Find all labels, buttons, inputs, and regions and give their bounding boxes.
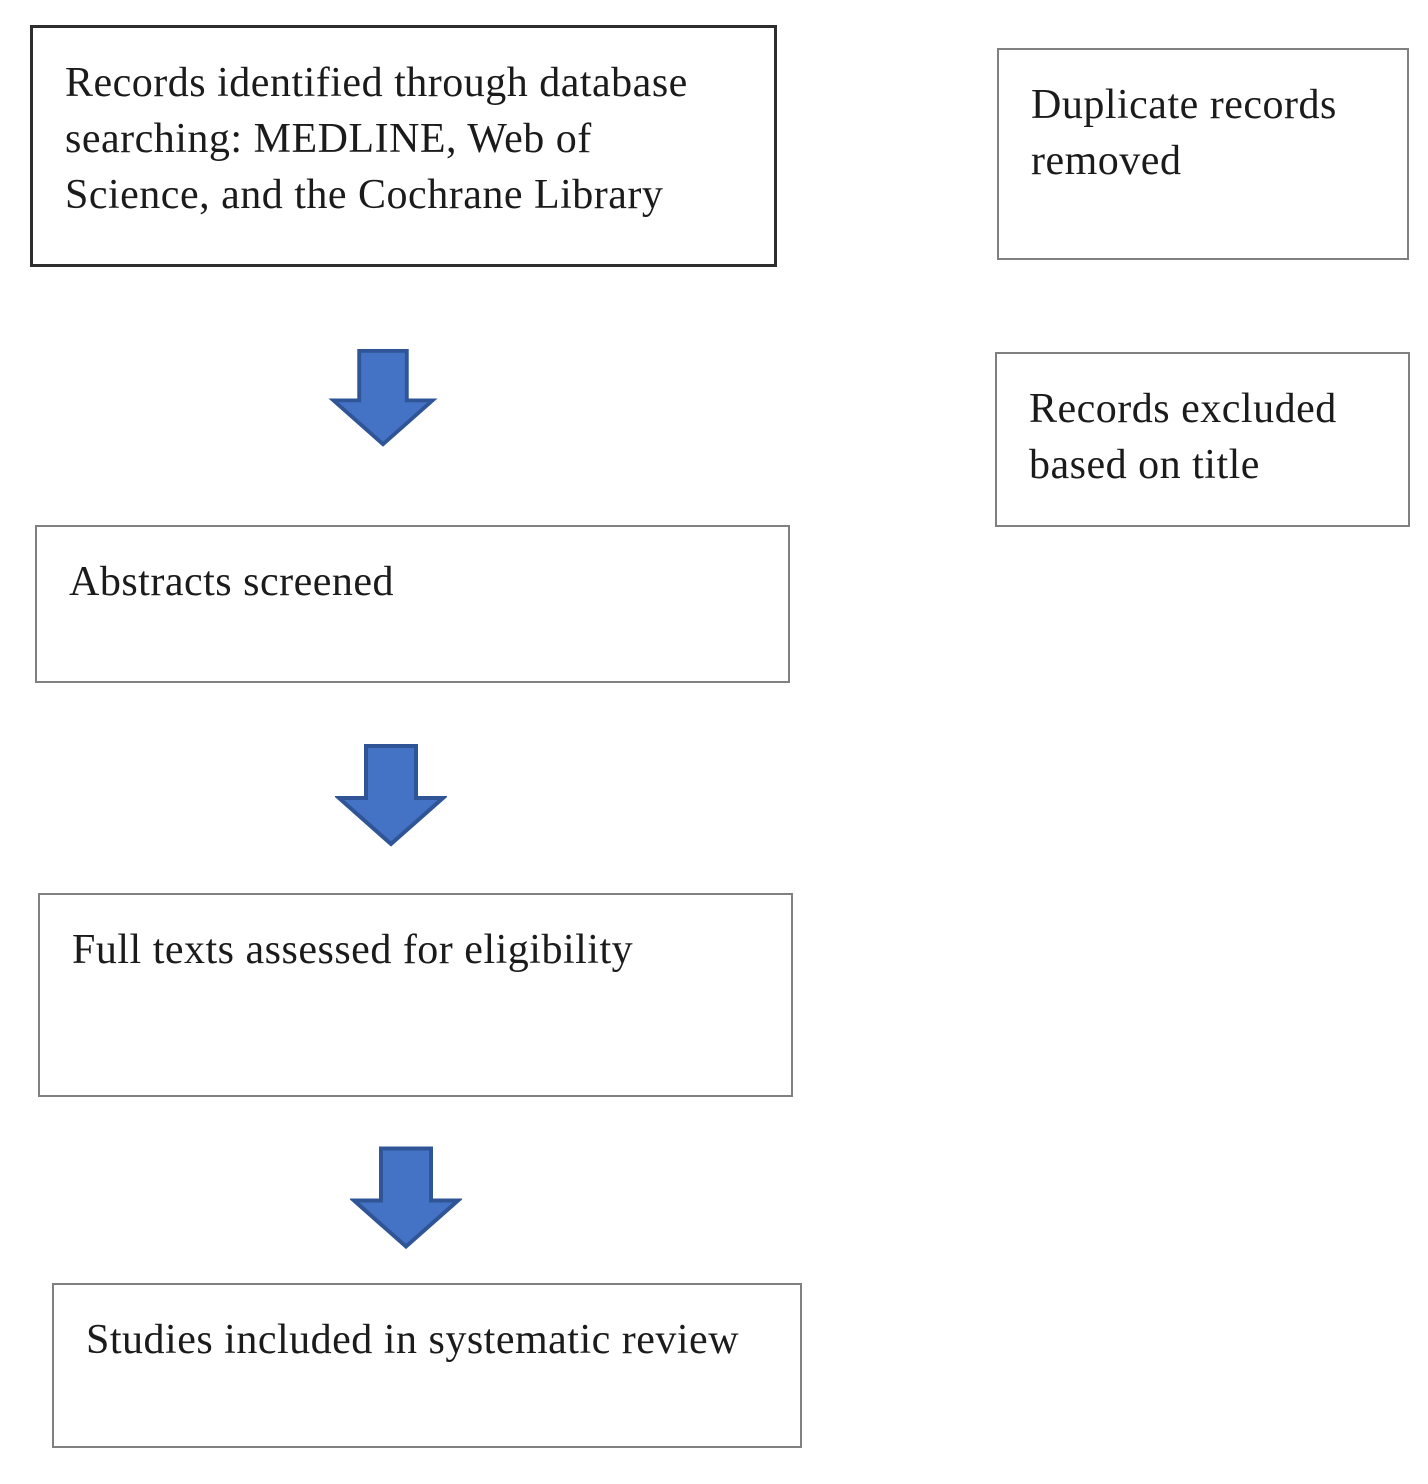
down-arrow-icon: [335, 743, 447, 848]
side-box-label: Records excluded based on title: [1029, 386, 1337, 488]
side-box-label: Duplicate records removed: [1031, 82, 1337, 184]
flow-box-label: Full texts assessed for eligibility: [72, 927, 634, 973]
side-box-duplicates-removed: Duplicate records removed: [997, 48, 1409, 260]
down-arrow-shape: [350, 1146, 462, 1250]
flow-box-full-texts-assessed: Full texts assessed for eligibility: [38, 893, 793, 1097]
flow-box-abstracts-screened: Abstracts screened: [35, 525, 790, 683]
down-arrow-icon: [327, 348, 439, 448]
flow-box-records-identified: Records identified through database sear…: [30, 25, 777, 267]
flow-box-label: Studies included in systematic review: [86, 1317, 740, 1363]
down-arrow-shape: [328, 348, 438, 447]
down-arrow-shape: [335, 744, 447, 847]
flow-box-studies-included: Studies included in systematic review: [52, 1283, 802, 1448]
flow-box-label: Records identified through database sear…: [65, 60, 688, 218]
side-box-records-excluded-title: Records excluded based on title: [995, 352, 1410, 527]
down-arrow-icon: [350, 1143, 462, 1253]
flow-box-label: Abstracts screened: [69, 559, 395, 605]
